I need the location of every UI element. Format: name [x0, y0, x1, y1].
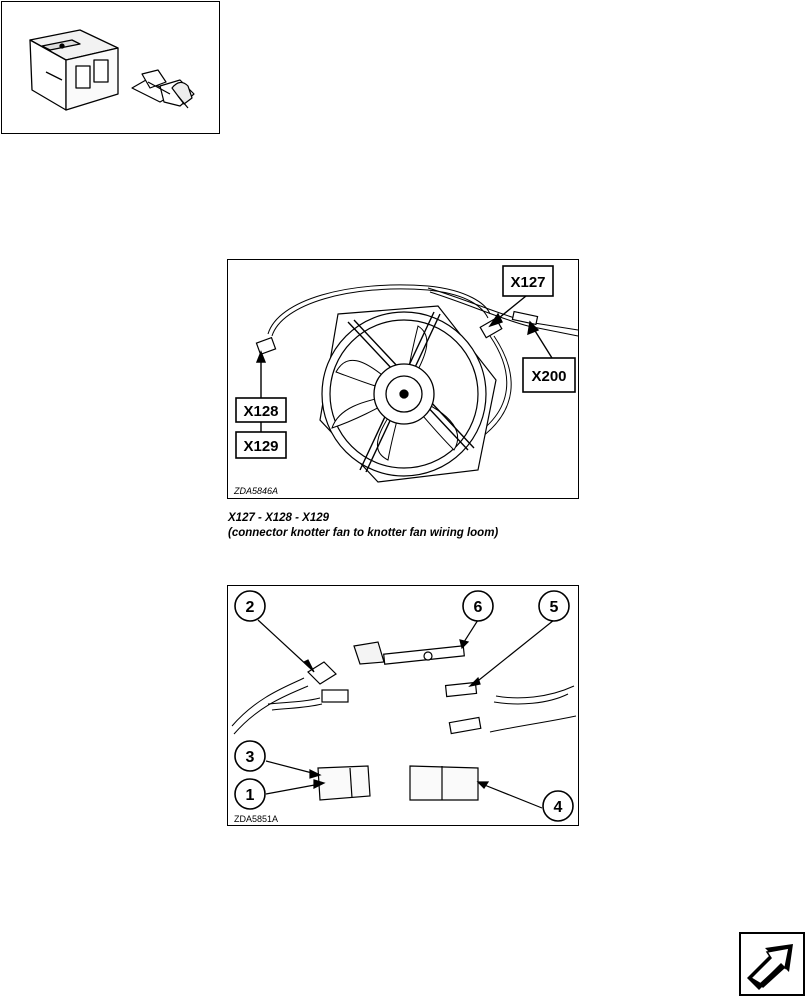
label-x129: X129 — [243, 438, 278, 455]
terminal-figure: 2 6 5 3 1 4 ZDA5851A — [227, 585, 579, 826]
knotter-fan-drawing: X128 X129 X127 X200 ZDA5846A — [233, 265, 579, 496]
next-page-arrow-icon — [747, 944, 793, 990]
knotter-fan-figure: X128 X129 X127 X200 ZDA5846A — [227, 259, 579, 499]
callout-5: 5 — [550, 599, 559, 616]
label-x128: X128 — [243, 403, 278, 420]
callout-6: 6 — [474, 599, 483, 616]
label-x127: X127 — [510, 274, 545, 291]
connector-drawing — [29, 29, 195, 111]
label-x200: X200 — [531, 368, 566, 385]
callout-3: 3 — [246, 749, 255, 766]
terminal-drawing: 2 6 5 3 1 4 ZDA5851A — [231, 590, 577, 824]
caption-description: (connector knotter fan to knotter fan wi… — [228, 527, 499, 539]
callout-1: 1 — [246, 787, 255, 804]
caption-title: X127 - X128 - X129 — [228, 512, 330, 524]
callout-2: 2 — [246, 599, 255, 616]
figure-caption: X127 - X128 - X129 (connector knotter fa… — [228, 511, 498, 541]
figure-code: ZDA5851A — [234, 814, 278, 824]
callout-4: 4 — [554, 799, 563, 816]
figure-code: ZDA5846A — [233, 486, 278, 496]
connector-illustration — [1, 1, 220, 134]
next-page-button[interactable] — [739, 932, 805, 996]
